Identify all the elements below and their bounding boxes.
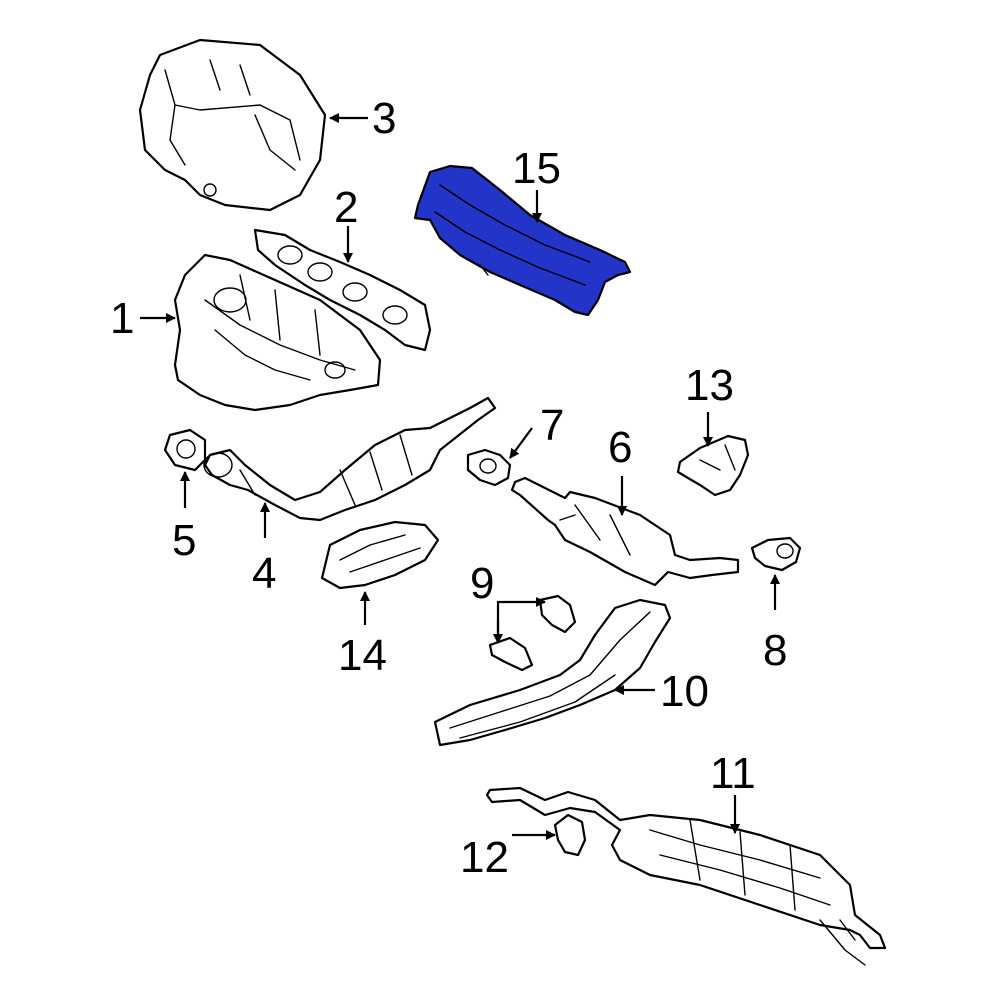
part-4-catalytic-converter-pipe[interactable] xyxy=(203,396,497,522)
part-9-hanger-upper[interactable] xyxy=(538,594,577,634)
part-14-heat-shield[interactable] xyxy=(320,520,440,590)
callout-10[interactable]: 10 xyxy=(660,667,709,716)
callout-5[interactable]: 5 xyxy=(172,516,196,565)
part-8-clamp[interactable] xyxy=(750,536,802,572)
callout-7[interactable]: 7 xyxy=(540,401,564,450)
callout-8[interactable]: 8 xyxy=(763,626,787,675)
callout-4[interactable]: 4 xyxy=(252,549,276,598)
callout-9[interactable]: 9 xyxy=(470,559,494,608)
part-15-body[interactable] xyxy=(413,164,632,317)
callout-13[interactable]: 13 xyxy=(685,361,734,410)
callout-3[interactable]: 3 xyxy=(372,94,396,143)
part-1-exhaust-manifold[interactable] xyxy=(173,253,382,412)
callout-1[interactable]: 1 xyxy=(110,294,134,343)
part-3-heat-shield-upper[interactable] xyxy=(138,38,327,212)
leader-lines xyxy=(140,113,780,840)
leader-7 xyxy=(509,427,533,459)
part-15-heat-shield[interactable] xyxy=(413,164,632,317)
callout-6[interactable]: 6 xyxy=(608,423,632,472)
callout-labels: 3 2 1 15 7 6 13 5 4 14 9 8 10 11 12 xyxy=(110,94,787,882)
part-9-hanger-lower[interactable] xyxy=(488,636,534,672)
callout-11[interactable]: 11 xyxy=(710,749,756,798)
part-5-gasket[interactable] xyxy=(163,428,207,472)
callout-14[interactable]: 14 xyxy=(338,631,387,680)
part-6-center-muffler[interactable] xyxy=(510,476,740,587)
callout-2[interactable]: 2 xyxy=(334,183,358,232)
leader-9 xyxy=(496,597,546,633)
part-10-heat-shield[interactable] xyxy=(433,598,672,747)
callout-15[interactable]: 15 xyxy=(512,144,561,193)
callout-12[interactable]: 12 xyxy=(460,833,509,882)
part-7-clamp[interactable] xyxy=(466,448,512,487)
part-12-hanger[interactable] xyxy=(553,813,587,857)
part-13-bracket[interactable] xyxy=(676,434,750,497)
part-2-manifold-gasket[interactable] xyxy=(253,228,432,352)
part-11-rear-muffler[interactable] xyxy=(485,786,887,966)
